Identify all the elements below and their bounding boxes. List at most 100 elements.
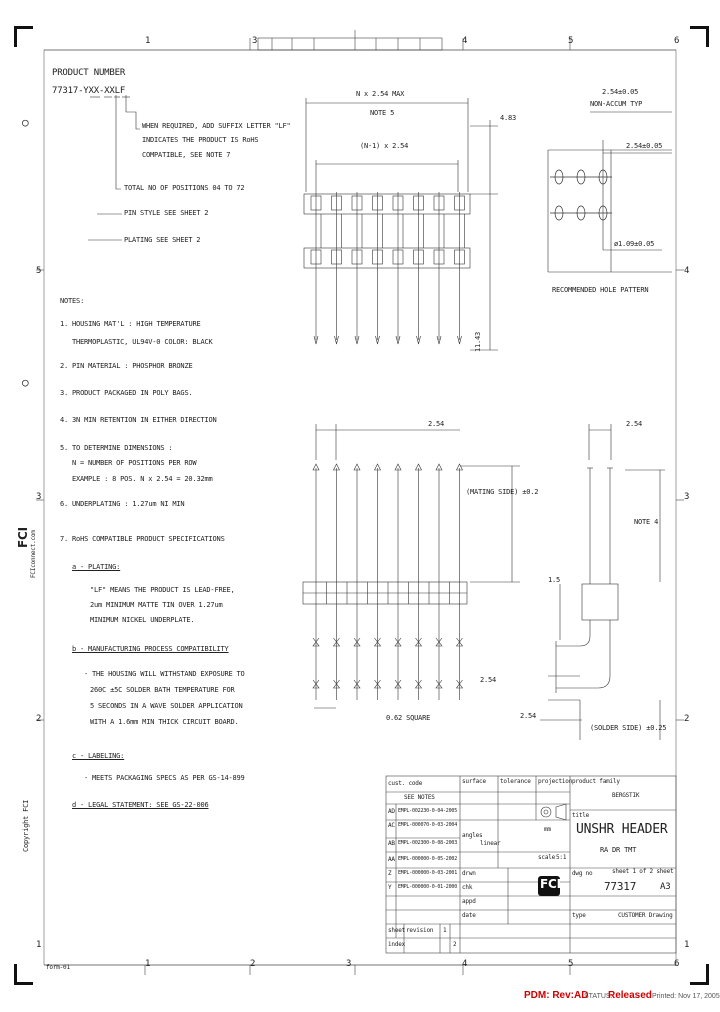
note-line: WITH A 1.6mm MIN THICK CIRCUIT BOARD. (90, 718, 239, 726)
dim-label: 11.43 (474, 331, 482, 352)
top-view-pin-tip (457, 335, 462, 345)
note-line: 2um MINIMUM MATTE TIN OVER 1.27um (90, 601, 223, 609)
dim-label: (MATING SIDE) ±0.2 (466, 488, 539, 496)
note-line: d - LEGAL STATEMENT: SEE GS-22-006 (72, 801, 209, 809)
callout-text: COMPATIBLE, SEE NOTE 7 (142, 151, 231, 159)
top-view-cell (413, 249, 424, 265)
circle-mark: ○ (22, 376, 29, 389)
dim-label: 2.54 (428, 420, 445, 428)
corner-mark-top-left (14, 26, 33, 47)
dim-label: ø1.09±0.05 (614, 240, 655, 248)
fci-logo-title: FCI (540, 877, 561, 891)
top-view-pin-tip (354, 335, 360, 345)
top-view-cell (392, 195, 404, 211)
grid-col-label: 4 (462, 36, 468, 46)
note-line: 1. HOUSING MAT'L : HIGH TEMPERATURE (60, 320, 201, 328)
top-view-cell (433, 249, 445, 265)
fci-logo-side: FCI (16, 527, 30, 548)
dim-label: NON-ACCUM TYP (590, 100, 643, 108)
front-view-pin-bend (394, 637, 402, 647)
dim-label: (SOLDER SIDE) ±0.25 (590, 724, 667, 732)
grid-col-label: 1 (145, 36, 151, 46)
notes-heading: NOTES: (60, 297, 85, 305)
tb-sheet: sheet 1 of 2 sheet (612, 868, 674, 875)
tb-units: mm (544, 826, 551, 833)
note-line: 4. 3N MIN RETENTION IN EITHER DIRECTION (60, 416, 217, 424)
revision-eco: EMPL-002230-0-04-2005 (398, 808, 458, 814)
note-line: 6. UNDERPLATING : 1.27um NI MIN (60, 500, 185, 508)
tb-sign-label: drwn (462, 870, 476, 877)
note-line: 2. PIN MATERIAL : PHOSPHOR BRONZE (60, 362, 193, 370)
dim-label: 2.54 (480, 676, 497, 684)
tb-type-label: type (572, 912, 586, 919)
callout-text: TOTAL NO OF POSITIONS 04 TO 72 (124, 184, 245, 192)
pdm-revision: PDM: Rev:AD (524, 990, 589, 1001)
corner-mark-bottom-right (690, 964, 709, 985)
top-view-cell (433, 195, 445, 211)
front-view-pin-bend (312, 679, 320, 689)
tb-sheet-label: sheet (388, 927, 406, 934)
callout-text: PLATING SEE SHEET 2 (124, 236, 201, 244)
dim-label: 2.54 (520, 712, 537, 720)
status-value: Released (608, 990, 652, 1001)
status-label: STATUS: (584, 993, 613, 1000)
note-line: N = NUMBER OF POSITIONS PER ROW (72, 459, 197, 467)
revision-eco: EMPL-002300-0-08-2003 (398, 840, 458, 846)
product-number-code: 77317-YXX-XXLF (52, 86, 126, 96)
grid-row-label: 2 (36, 714, 42, 724)
printed-date: Printed: Nov 17, 2005 (652, 993, 720, 1000)
top-view-pin-tip (375, 335, 380, 345)
front-view-pin-bend (414, 679, 423, 689)
revision-code: AC (388, 822, 395, 829)
fci-site-text: FCIconnect.com (30, 530, 37, 578)
front-view-pin-tip (394, 463, 402, 471)
revision-code: AA (388, 856, 395, 863)
front-view-pin-tip (353, 463, 361, 471)
grid-col-label: 4 (462, 959, 468, 969)
front-view-pin-bend (455, 679, 464, 689)
tb-type-value: CUSTOMER Drawing (618, 912, 673, 919)
top-view-cell (331, 195, 342, 211)
tb-cust-code-label: cust. code (388, 780, 423, 787)
tb-tolerance-label: tolerance (500, 778, 531, 785)
grid-col-label: 6 (674, 959, 680, 969)
tb-revision-label: revision (406, 927, 434, 934)
top-view-pin-tip (436, 335, 442, 345)
note-line: b - MANUFACTURING PROCESS COMPATIBILITY (72, 645, 229, 653)
note-line: 5. TO DETERMINE DIMENSIONS : (60, 444, 173, 452)
top-view-cell (351, 195, 363, 211)
front-view-pin-bend (435, 637, 443, 647)
dim-label: 2.54±0.05 (602, 88, 639, 96)
note-line: 7. RoHS COMPATIBLE PRODUCT SPECIFICATION… (60, 535, 225, 543)
revision-code: Z (388, 870, 392, 877)
top-view-cell (372, 249, 383, 265)
revision-eco: EMPL-000000-0-01-2000 (398, 884, 458, 890)
front-view-pin-tip (374, 463, 381, 471)
grid-row-label: 2 (684, 714, 690, 724)
note-line: 260C ±5C SOLDER BATH TEMPERATURE FOR (90, 686, 235, 694)
tb-sheet-number: 2 (453, 941, 457, 948)
note-line: THERMOPLASTIC, UL94V-0 COLOR: BLACK (72, 338, 213, 346)
top-view-cell (413, 195, 424, 211)
grid-col-label: 6 (674, 36, 680, 46)
dim-label: (N-1) x 2.54 (360, 142, 409, 150)
top-view-cell (331, 249, 342, 265)
front-view-pin-tip (312, 463, 320, 471)
dim-label: 2.54±0.05 (626, 142, 663, 150)
grid-row-label: 3 (684, 492, 690, 502)
note-line: c - LABELING: (72, 752, 125, 760)
front-view-pin-bend (435, 679, 443, 689)
front-view-pin-bend (332, 637, 341, 647)
note-line: MINIMUM NICKEL UNDERPLATE. (90, 616, 195, 624)
top-view-cell (372, 195, 383, 211)
tb-surface-label: surface (462, 778, 486, 785)
tb-size: A3 (660, 882, 671, 892)
top-view-cell (310, 249, 322, 265)
grid-col-label: 2 (250, 959, 256, 969)
dim-label: NOTE 5 (370, 109, 395, 117)
front-view-pin-bend (353, 679, 361, 689)
grid-row-label: 3 (36, 492, 42, 502)
grid-col-label: 5 (568, 959, 574, 969)
